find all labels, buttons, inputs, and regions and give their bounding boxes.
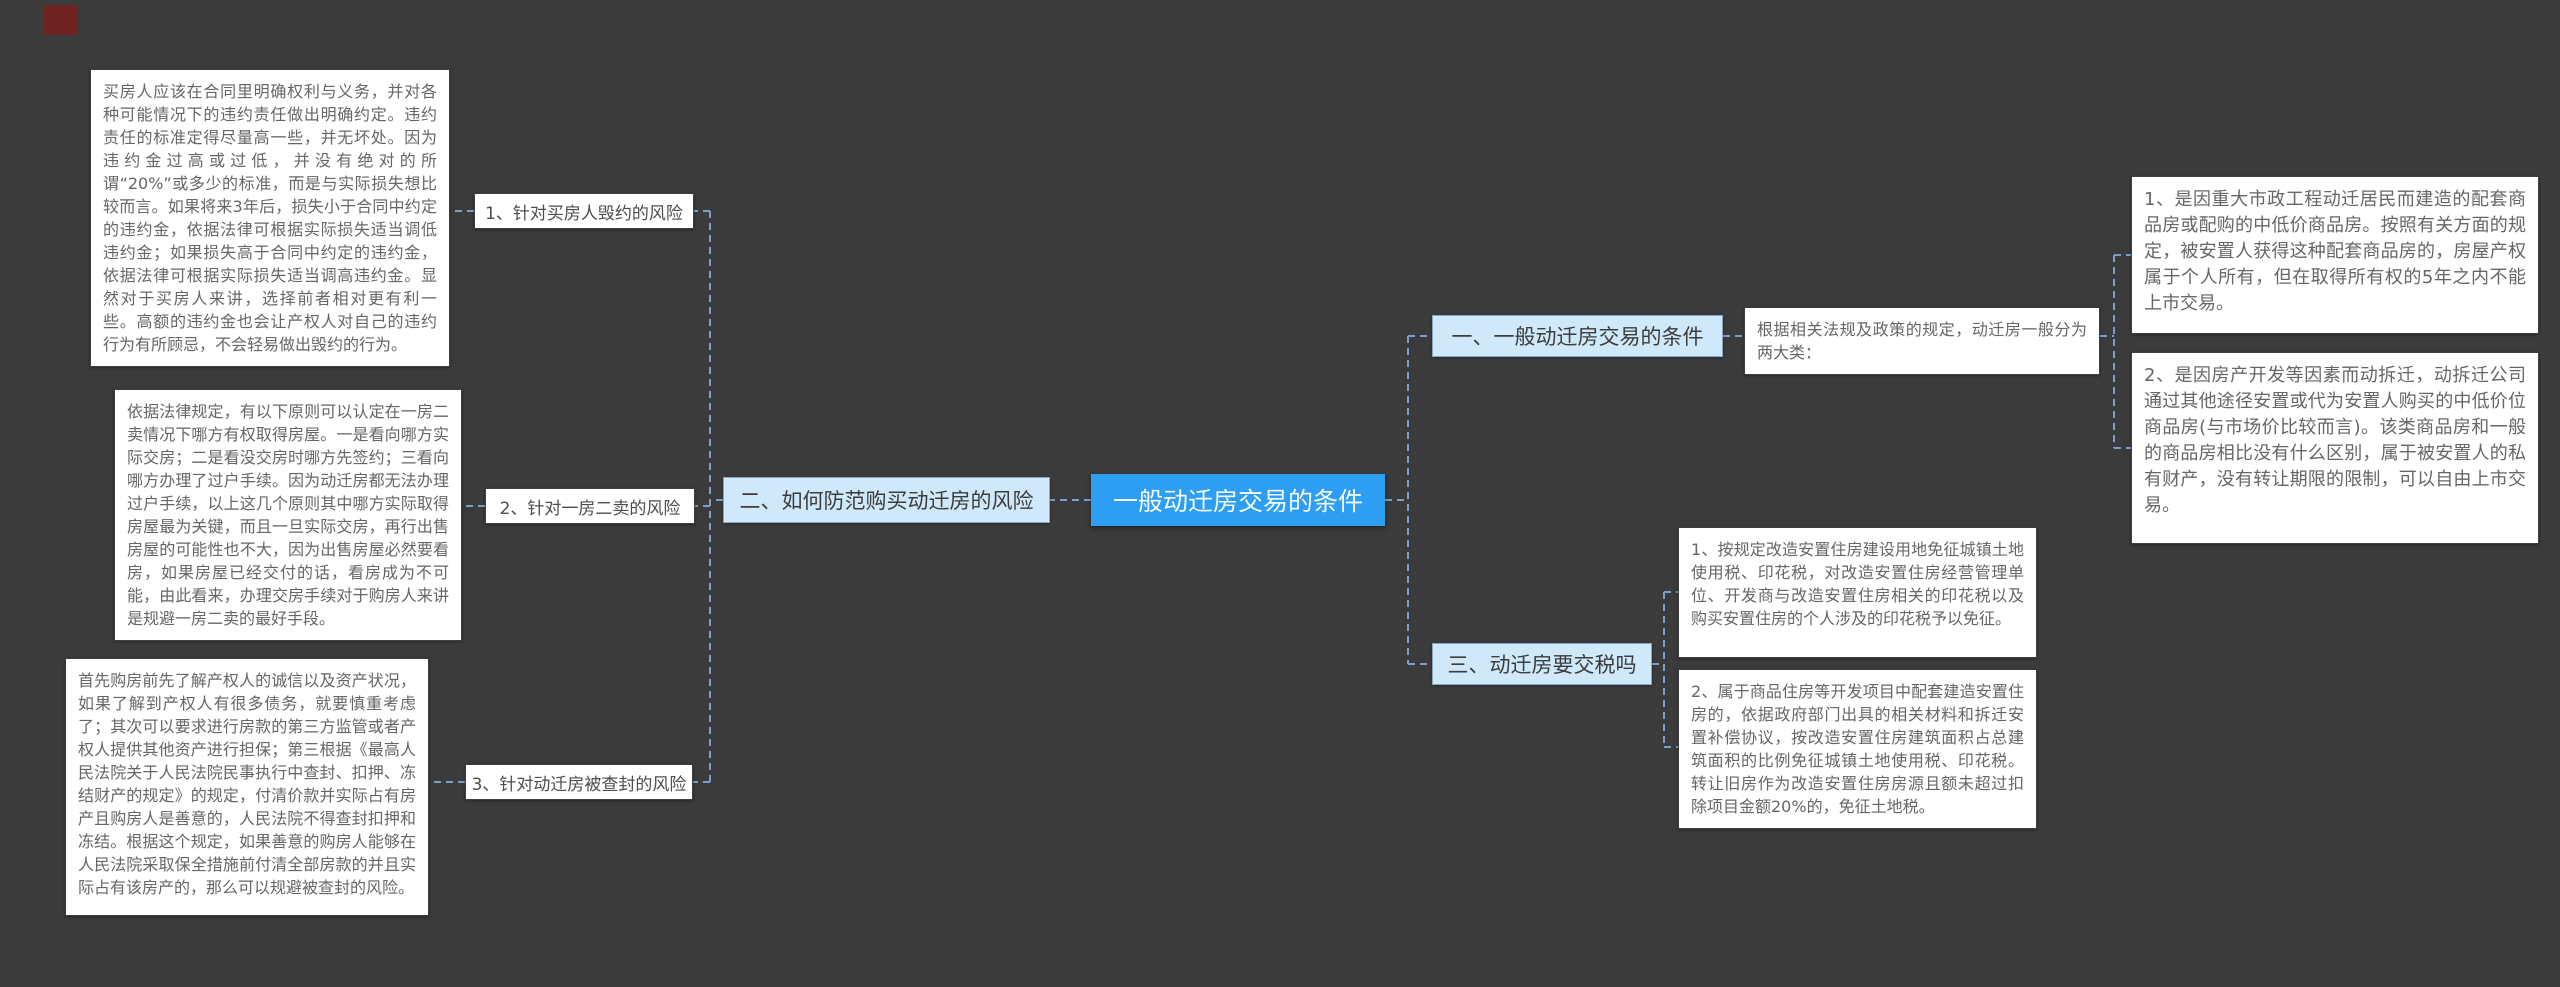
branch-node-tax-question[interactable]: 三、动迁房要交税吗 [1432,643,1652,685]
detail-box-breach-risk[interactable]: 买房人应该在合同里明确权利与义务，并对各种可能情况下的违约责任做出明确约定。违约… [90,69,450,367]
detail-box-double-sale-risk[interactable]: 依据法律规定，有以下原则可以认定在一房二卖情况下哪方有权取得房屋。一是看向哪方实… [114,389,462,641]
central-topic-node[interactable]: 一般动迁房交易的条件 [1091,474,1385,526]
detail-box-tax-2[interactable]: 2、属于商品住房等开发项目中配套建造安置住房的，依据政府部门出具的相关材料和拆迁… [1678,669,2037,829]
detail-box-seizure-risk[interactable]: 首先购房前先了解产权人的诚信以及资产状况，如果了解到产权人有很多债务，就要慎重考… [65,658,429,916]
note-box-two-categories[interactable]: 根据相关法规及政策的规定，动迁房一般分为两大类： [1744,307,2100,375]
branch-node-prevent-risk[interactable]: 二、如何防范购买动迁房的风险 [723,477,1050,523]
detail-box-tax-1[interactable]: 1、按规定改造安置住房建设用地免征城镇土地使用税、印花税，对改造安置住房经营管理… [1678,527,2037,658]
detail-box-type-1[interactable]: 1、是因重大市政工程动迁居民而建造的配套商品房或配购的中低价商品房。按照有关方面… [2131,176,2539,334]
subnode-double-sale-risk[interactable]: 2、针对一房二卖的风险 [485,488,695,524]
subnode-seizure-risk[interactable]: 3、针对动迁房被查封的风险 [465,764,693,800]
detail-box-type-2[interactable]: 2、是因房产开发等因素而动拆迁，动拆迁公司通过其他途径安置或代为安置人购买的中低… [2131,352,2539,544]
branch-node-trade-conditions[interactable]: 一、一般动迁房交易的条件 [1432,315,1723,357]
corner-badge [44,5,78,35]
subnode-breach-risk[interactable]: 1、针对买房人毁约的风险 [474,193,694,229]
